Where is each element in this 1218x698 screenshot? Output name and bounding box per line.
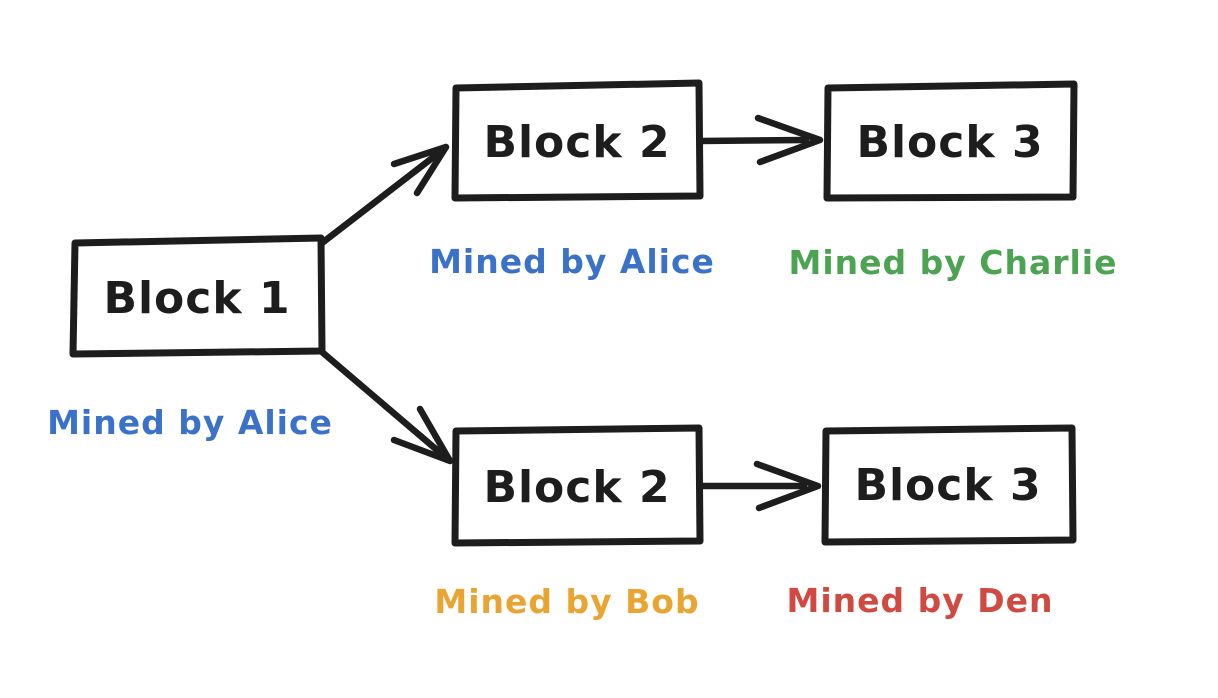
block-3-top-box — [823, 80, 1078, 202]
miner-label-block-2-top: Mined by Alice — [429, 242, 715, 281]
miner-label-block-3-top: Mined by Charlie — [788, 243, 1117, 282]
arrow-shaft — [318, 348, 448, 460]
block-2-bottom-box — [451, 424, 704, 547]
arrow-head-icon — [754, 114, 824, 166]
node-block-2-top: Block 2 — [451, 79, 704, 202]
arrow-head-icon — [753, 460, 822, 512]
block-1-label: Block 1 — [103, 273, 290, 324]
block-2-bottom-label: Block 2 — [483, 462, 670, 513]
node-block-3-top: Block 3 — [823, 80, 1078, 202]
node-block-2-bottom: Block 2 — [451, 424, 704, 547]
block-2-top-label: Block 2 — [483, 117, 670, 168]
edge-block1-to-block2-bottom — [318, 348, 454, 465]
node-block-1: Block 1 — [69, 234, 326, 358]
node-block-3-bottom: Block 3 — [821, 424, 1077, 546]
arrow-head-icon — [390, 143, 450, 197]
miner-label-block-1: Mined by Alice — [47, 403, 333, 442]
block-2-top-box — [451, 79, 704, 202]
edge-block2-top-to-block3-top — [696, 114, 824, 166]
arrow-shaft — [696, 136, 810, 145]
block-3-bottom-label: Block 3 — [854, 460, 1041, 511]
edge-block1-to-block2-top — [318, 143, 450, 247]
arrow-shaft — [318, 148, 444, 247]
arrow-head-icon — [390, 405, 454, 465]
miner-label-block-3-bottom: Mined by Den — [786, 581, 1053, 620]
block-3-top-label: Block 3 — [856, 117, 1043, 168]
block-3-bottom-box — [821, 424, 1077, 546]
block-1-box — [69, 234, 326, 358]
edge-block2-bottom-to-block3-bottom — [696, 460, 822, 512]
miner-label-block-2-bottom: Mined by Bob — [434, 582, 699, 621]
